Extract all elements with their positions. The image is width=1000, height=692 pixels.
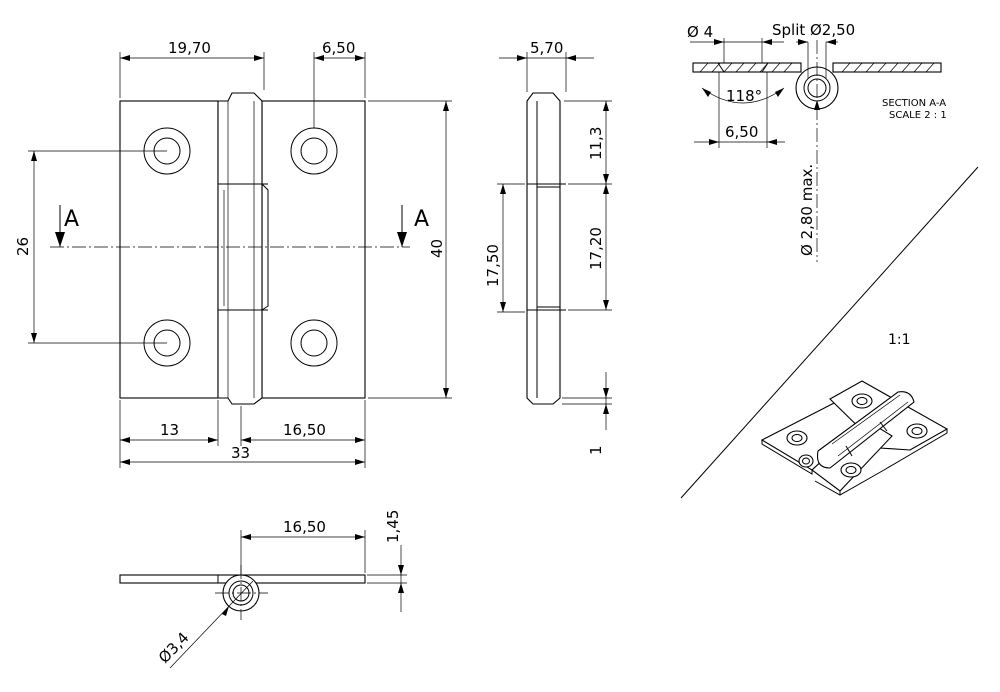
- dim-middle-knuckle-right: 17,20: [587, 227, 605, 270]
- iso-hole-4: [840, 462, 862, 478]
- knuckle: [217, 92, 263, 405]
- dim-top-knuckle: 11,3: [587, 127, 605, 160]
- section-hatching: [699, 62, 935, 73]
- iso-knuckle: [816, 391, 915, 469]
- dim-section-pin-diameter: Ø2,50: [810, 21, 855, 39]
- dim-overall-width: 33: [231, 444, 250, 462]
- dim-thickness-total: 5,70: [530, 39, 563, 57]
- hole-bottom-right: [290, 319, 338, 367]
- section-leaf-right: [832, 62, 942, 73]
- side-view: 5,70 11,3 17,20 17,50 1: [484, 39, 612, 455]
- dim-middle-knuckle-left: 17,50: [484, 244, 502, 287]
- iso-view: 1:1: [680, 166, 979, 499]
- dim-pin-offset: 16,50: [283, 518, 326, 536]
- dim-right-hole-offset: 16,50: [283, 421, 326, 439]
- section-scale: SCALE 2 : 1: [889, 110, 947, 121]
- section-title: SECTION A-A: [882, 98, 946, 109]
- dim-section-hole-diameter: Ø 4: [687, 23, 713, 41]
- iso-hole-1: [786, 430, 808, 446]
- countersink-angle-arc: [701, 87, 785, 104]
- dim-section-max-diameter: Ø 2,80 max.: [798, 164, 816, 256]
- bottom-view: 16,50 1,45 Ø3,4: [119, 510, 407, 669]
- dim-left-leaf-width: 19,70: [168, 39, 211, 57]
- section-label-right: A: [414, 207, 429, 232]
- side-profile: [526, 92, 561, 405]
- section-label-left: A: [64, 207, 79, 232]
- section-leaf-left: [692, 62, 802, 73]
- dim-overall-height: 40: [428, 239, 446, 258]
- dim-pin-protrusion: 1: [587, 445, 605, 455]
- left-leaf: [119, 100, 219, 399]
- section-view: Ø 4 Split Ø2,50 118° 6,50 Ø 2,80 max. SE…: [687, 21, 947, 262]
- dim-hole-vertical-spacing: 26: [14, 237, 32, 256]
- dim-left-hole-offset: 13: [160, 421, 179, 439]
- dim-hole-spacing-right: 6,50: [322, 39, 355, 57]
- front-view: A A 19,70 6,50 26 40: [14, 39, 452, 468]
- iso-hole-2: [851, 393, 873, 409]
- dim-knuckle-diameter: Ø3,4: [155, 629, 193, 667]
- right-leaf: [261, 100, 366, 399]
- dim-leaf-thickness: 1,45: [384, 510, 402, 543]
- dim-section-hole-spacing: 6,50: [725, 123, 758, 141]
- section-split-label: Split: [772, 21, 805, 39]
- dim-countersink-angle: 118°: [726, 87, 762, 105]
- iso-scale-label: 1:1: [888, 332, 911, 348]
- iso-hole-3: [906, 423, 928, 439]
- view-divider-line: [680, 166, 979, 499]
